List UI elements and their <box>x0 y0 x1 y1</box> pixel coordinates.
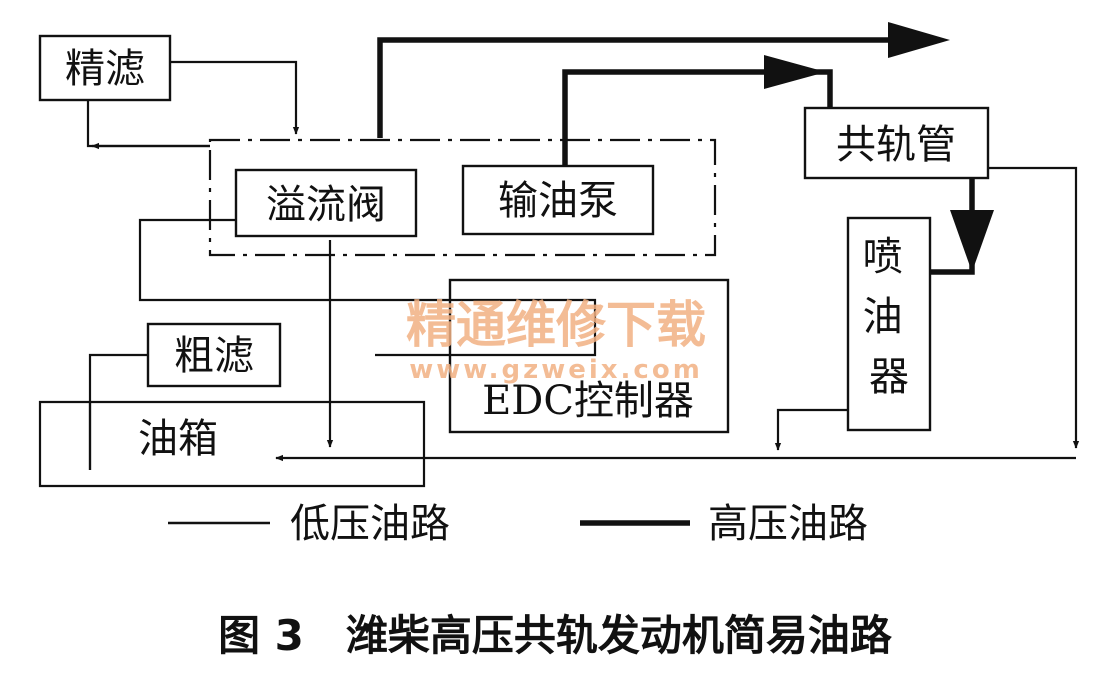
legend-low-pressure-label: 低压油路 <box>290 501 450 547</box>
line-injector-return <box>774 408 848 451</box>
line-hp-pump-to-rail <box>562 69 833 166</box>
arrowhead-hp-rail <box>764 55 826 89</box>
line-pump-to-fine-filter <box>86 100 210 148</box>
figure-caption: 图 3 潍柴高压共轨发动机简易油路 <box>218 611 893 660</box>
injector-label: 喷 油 器 <box>863 234 916 400</box>
fine-filter-label: 精滤 <box>65 46 145 92</box>
watermark-title: 精通维修下载 <box>406 296 706 354</box>
overflow-valve-label: 溢流阀 <box>266 182 386 228</box>
arrowhead-hp-top <box>888 22 950 58</box>
legend-high-pressure-label: 高压油路 <box>708 501 868 547</box>
line-left-loop <box>138 218 597 357</box>
box-injector: 喷 油 器 <box>846 216 932 432</box>
line-rail-return <box>988 166 1080 449</box>
box-coarse-filter: 粗滤 <box>146 322 282 388</box>
common-rail-label: 共轨管 <box>836 122 956 168</box>
line-hp-pump-top <box>377 37 940 138</box>
box-edc-controller: EDC控制器 <box>448 278 730 434</box>
box-common-rail: 共轨管 <box>803 106 990 180</box>
fuel-tank-label: 油箱 <box>138 416 218 462</box>
watermark-url: www.gzweix.com <box>409 355 703 385</box>
box-fuel-tank: 油箱 <box>38 400 426 488</box>
line-fine-filter-to-pump <box>170 60 300 135</box>
box-fine-filter: 精滤 <box>38 34 172 102</box>
coarse-filter-label: 粗滤 <box>174 333 254 379</box>
box-transfer-pump: 输油泵 <box>461 164 655 236</box>
arrowhead-hp-injector <box>950 210 994 272</box>
box-overflow-valve: 溢流阀 <box>234 168 418 238</box>
pump-unit-enclosure <box>208 138 717 257</box>
edc-controller-label: EDC控制器 <box>482 378 694 424</box>
transfer-pump-label: 输油泵 <box>498 178 618 224</box>
